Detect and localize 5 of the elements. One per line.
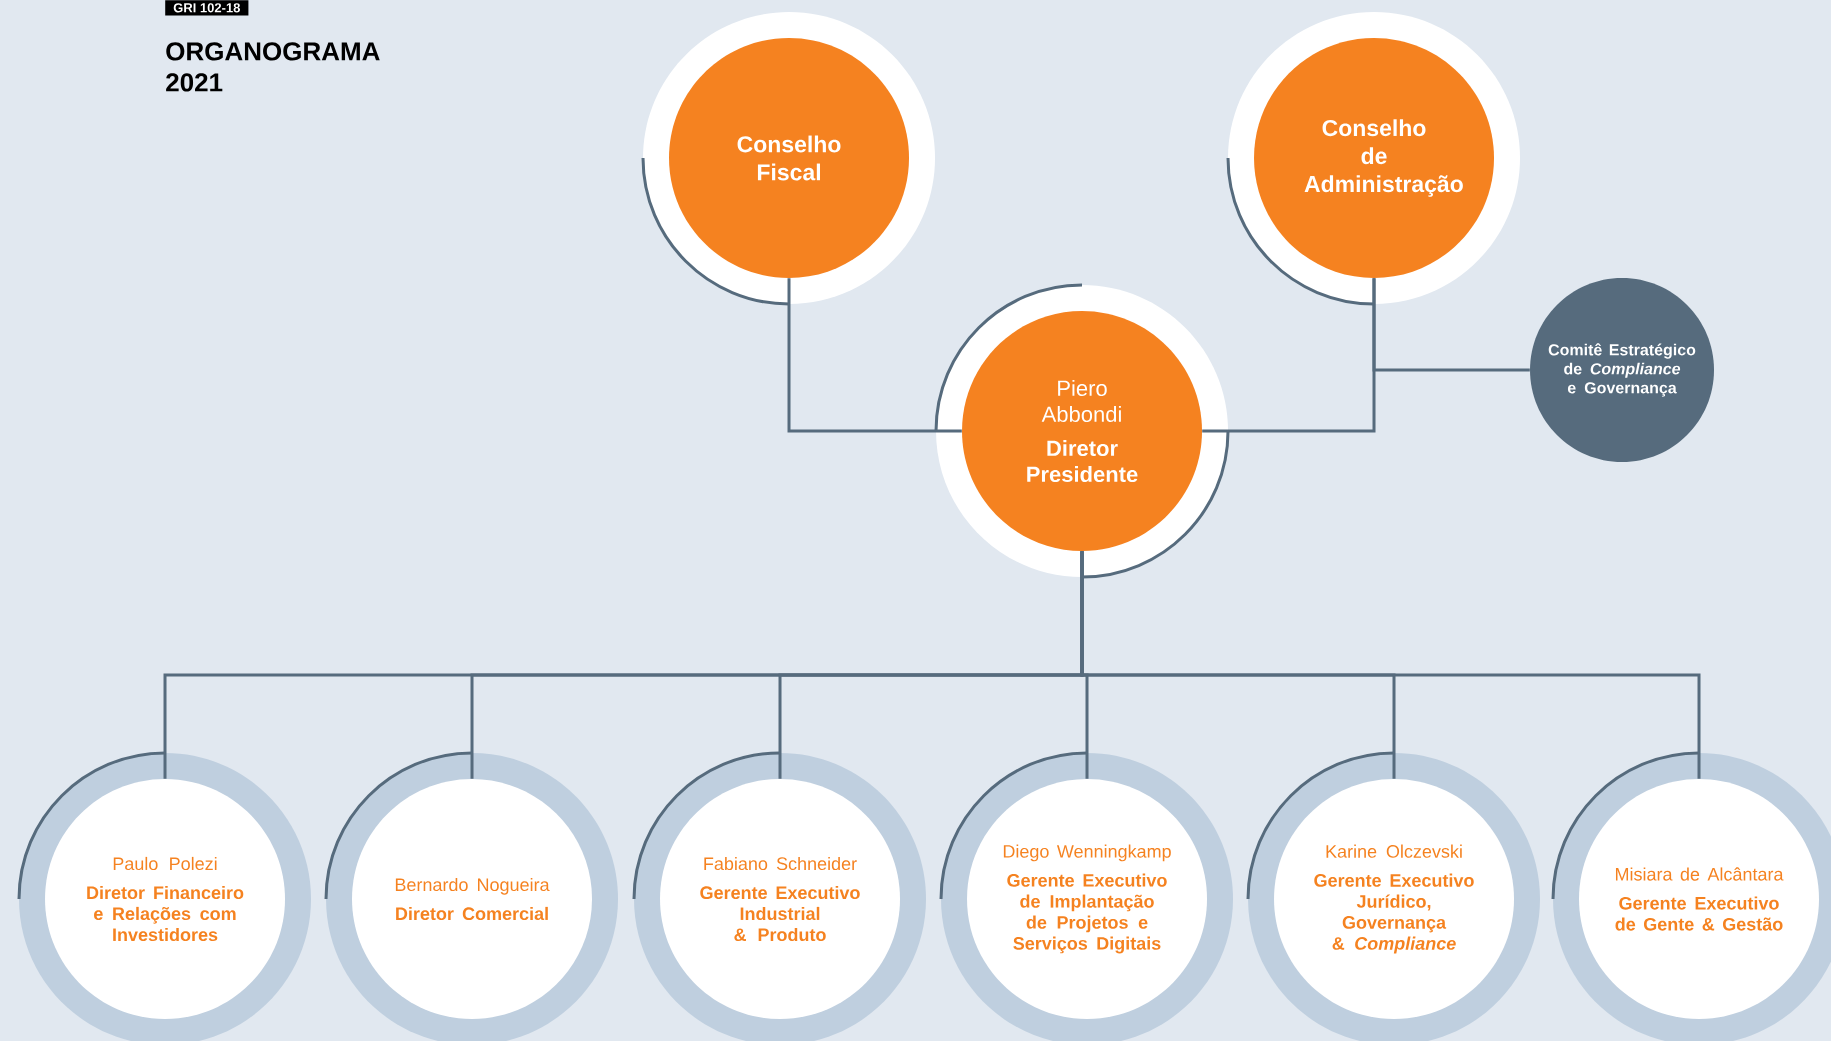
connector-line bbox=[1372, 278, 1530, 372]
title: ORGANOGRAMA 2021 bbox=[166, 42, 380, 92]
connector-line bbox=[787, 278, 962, 433]
connector-line bbox=[1080, 551, 1701, 779]
badge: GRI 102-18 bbox=[165, 0, 249, 16]
